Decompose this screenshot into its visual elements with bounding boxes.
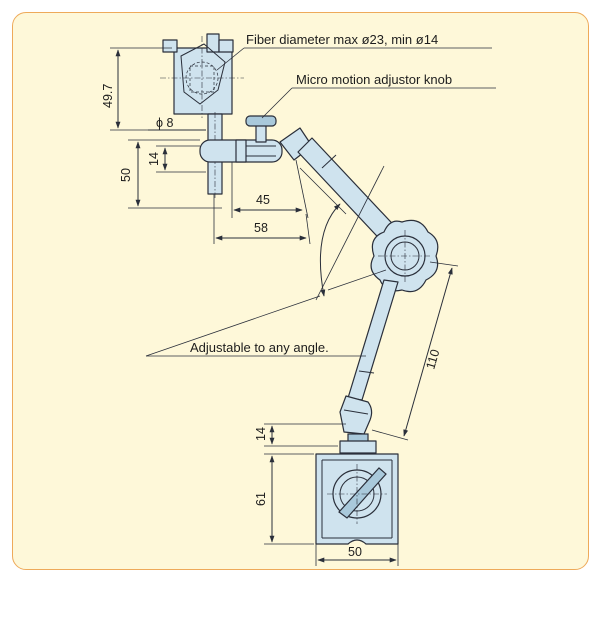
holder-tab-left <box>162 39 178 53</box>
rod-clamp <box>199 139 283 163</box>
magnetic-base <box>315 433 399 545</box>
dim-50-base: 50 <box>348 545 362 559</box>
micro-motion-label: Micro motion adjustor knob <box>296 72 452 87</box>
lower-joint <box>339 395 373 435</box>
dim-58: 58 <box>254 221 268 235</box>
lower-arm <box>339 279 399 435</box>
dim-14-top: 14 <box>147 152 161 166</box>
adjustable-label: Adjustable to any angle. <box>190 340 329 355</box>
switch-lever <box>338 467 387 519</box>
fiber-holder-body <box>173 47 233 115</box>
fiber-diameter-label: Fiber diameter max ø23, min ø14 <box>246 32 438 47</box>
dim-110: 110 <box>423 348 442 371</box>
dim-50-left: 50 <box>119 168 133 182</box>
dim-110-line <box>403 267 453 437</box>
dim-61: 61 <box>254 492 268 506</box>
dim-14-base: 14 <box>254 427 268 441</box>
knob-cap <box>245 115 277 127</box>
angle-indicator <box>299 165 387 301</box>
lower-arm-rod <box>347 279 399 401</box>
v-groove <box>180 43 226 105</box>
base-collar <box>339 440 377 454</box>
dimension-lines <box>110 47 459 566</box>
micro-motion-knob <box>245 115 277 143</box>
leader-lines <box>145 47 496 357</box>
dim-phi-8: ϕ 8 <box>156 116 173 130</box>
holder-tab-right <box>206 33 220 53</box>
dim-49-7: 49.7 <box>101 84 115 108</box>
dim-45: 45 <box>256 193 270 207</box>
diagram-panel <box>12 12 589 570</box>
angle-arc <box>319 203 341 297</box>
